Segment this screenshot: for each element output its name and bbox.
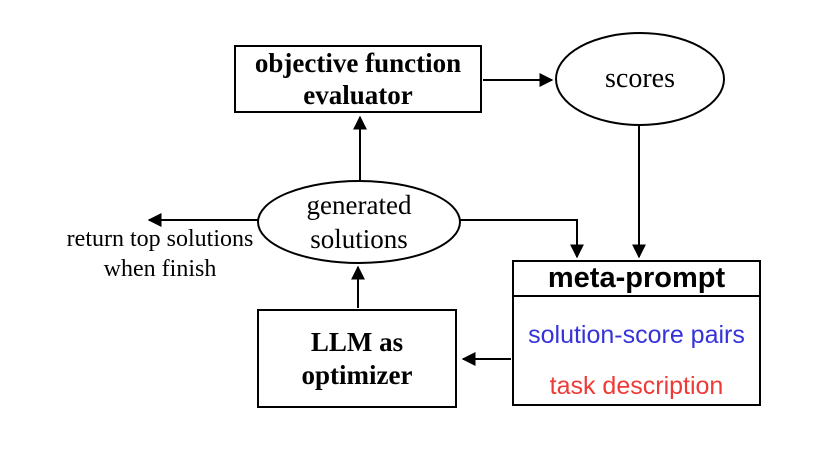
generated-solutions-line2: solutions: [310, 224, 408, 254]
generated-solutions-ellipse-label: generated solutions: [258, 188, 460, 256]
task-description-label: task description: [549, 372, 724, 400]
meta-prompt-body: solution-score pairs task description: [514, 297, 759, 401]
meta-prompt-box: meta-prompt solution-score pairs task de…: [512, 260, 761, 406]
solution-score-pairs-label: solution-score pairs: [528, 321, 745, 349]
arrow-generated-solutions-to-meta-prompt: [459, 219, 584, 259]
llm-optimizer-line2: optimizer: [301, 359, 413, 390]
generated-solutions-line1: generated: [306, 190, 412, 220]
scores-ellipse-label: scores: [605, 63, 675, 94]
evaluator-label-line2: evaluator: [303, 80, 413, 110]
meta-prompt-title: meta-prompt: [514, 262, 759, 297]
return-note-line2: when finish: [103, 256, 217, 282]
llm-as-optimizer-box: LLM as optimizer: [257, 309, 457, 408]
return-note-line1: return top solutions: [66, 226, 254, 252]
evaluator-label-line1: objective function: [254, 48, 462, 78]
llm-optimizer-line1: LLM as: [310, 326, 404, 357]
generated-solutions-ellipse-shape: [257, 180, 461, 264]
return-top-solutions-note: return top solutions when finish: [48, 224, 272, 284]
objective-function-evaluator-box: objective function evaluator: [234, 45, 482, 113]
